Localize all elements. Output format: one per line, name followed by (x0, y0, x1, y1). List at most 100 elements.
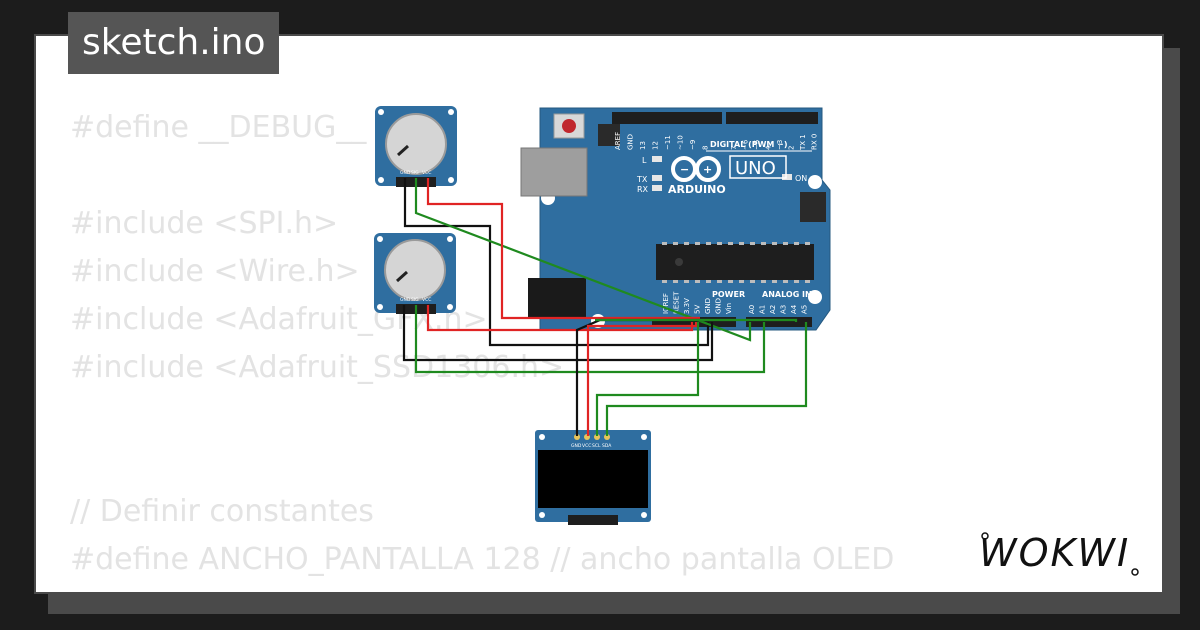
chip-leg (662, 242, 667, 245)
power-pin-label: 5V (694, 305, 702, 314)
code-line: #include <Wire.h> (70, 254, 360, 289)
power-pin-label: GND (715, 298, 723, 314)
l-led-label: L (642, 156, 647, 165)
pot-knob-indicator-icon (395, 270, 409, 283)
chip-leg (794, 242, 799, 245)
pot2-pin-vcc: VCC (422, 297, 431, 303)
chip-leg (783, 242, 788, 245)
chip-leg (772, 242, 777, 245)
pot1-pin-gnd: GND (400, 170, 411, 176)
code-line: // Definir constantes (70, 494, 374, 529)
power-pin-label: 3.3V (683, 298, 691, 314)
chip-leg (805, 280, 810, 283)
digital-pin-label: ~10 (677, 135, 685, 150)
chip-leg (805, 242, 810, 245)
digital-pin-label: 7 (730, 146, 738, 150)
wire-green (595, 318, 798, 322)
analog-pin-label: A5 (801, 305, 809, 314)
on-led-label: ON (795, 174, 807, 183)
wire-red (586, 322, 698, 436)
digital-pin-label: ~5 (753, 140, 761, 150)
usb-port (520, 147, 588, 197)
digital-pin-label: AREF (614, 132, 622, 150)
analog-pin-label: A3 (780, 305, 788, 314)
wire-red (426, 178, 700, 320)
tx-led-label: TX (636, 175, 648, 184)
svg-text:+: + (703, 163, 712, 176)
chip-leg (794, 280, 799, 283)
digital-pin-label: 4 (765, 145, 773, 150)
wire-green (605, 322, 808, 436)
icsp-header (598, 124, 826, 222)
digital-pin-label: GND (627, 134, 635, 150)
digital-pin-label: 13 (639, 141, 647, 150)
pot1-pin-vcc: VCC (422, 170, 431, 176)
rx-led-label: RX (637, 185, 649, 194)
tx-led (652, 175, 662, 181)
oled-pin-sda: SDA (602, 443, 612, 449)
l-led (652, 156, 662, 162)
power-header (652, 317, 736, 327)
pot1-pin-sig: SIG (411, 170, 419, 176)
chip-leg (662, 280, 667, 283)
analog-label: ANALOG IN (762, 290, 812, 299)
chip-leg (706, 280, 711, 283)
code-line: #define ANCHO_PANTALLA 128 // ancho pant… (70, 542, 895, 577)
wokwi-logo-text: WOKWI (979, 531, 1130, 575)
power-jack (528, 278, 586, 318)
chip-leg (761, 242, 766, 245)
digital-pin-label: 2 (788, 146, 796, 150)
rx-led (652, 185, 662, 191)
power-pin-label: IOREF (662, 293, 670, 314)
chip-leg (728, 242, 733, 245)
arduino-brand: ARDUINO (668, 183, 726, 196)
wire-green (595, 322, 700, 436)
code-line: #include <SPI.h> (70, 206, 339, 241)
chip-leg (695, 280, 700, 283)
digital-label: DIGITAL (PWM ~) (710, 140, 788, 149)
chip-leg (750, 280, 755, 283)
chip-leg (717, 242, 722, 245)
analog-pin-label: A2 (769, 305, 777, 314)
wire-green (414, 305, 766, 374)
file-title-tab[interactable]: sketch.ino (68, 12, 280, 74)
code-line: #define __DEBUG__ (70, 110, 367, 145)
chip-leg (684, 280, 689, 283)
digital-header-right (726, 112, 818, 124)
on-led (782, 174, 792, 180)
wire-black (402, 305, 714, 362)
pot-knob-indicator-icon (396, 144, 410, 157)
chip-leg (772, 280, 777, 283)
chip-leg (673, 280, 678, 283)
digital-pin-label: RX 0 (811, 134, 819, 150)
wires (402, 178, 808, 436)
digital-header-left (612, 112, 722, 124)
digital-pin-label: 12 (652, 141, 660, 150)
digital-pin-label: ~3 (776, 140, 784, 150)
power-label: POWER (712, 290, 745, 299)
potentiometer-2[interactable]: GND SIG VCC (374, 233, 456, 314)
digital-pin-label: ~6 (742, 139, 750, 150)
chip-leg (684, 242, 689, 245)
code-line: #include <Adafruit_SSD1306.h> (70, 350, 565, 385)
analog-pin-label: A1 (759, 305, 767, 314)
digital-pin-label: ~11 (664, 135, 672, 150)
chip-leg (728, 280, 733, 283)
code-line: #define ALTO_PANTALLA 64 // alto pantall… (70, 584, 894, 592)
oled-display[interactable]: GND VCC SCL SDA (535, 430, 651, 525)
chip-leg (750, 242, 755, 245)
chip-leg (739, 242, 744, 245)
oled-screen (538, 450, 648, 508)
chip-leg (706, 242, 711, 245)
pot2-pin-sig: SIG (411, 297, 419, 303)
potentiometer-1[interactable]: GND SIG VCC (375, 106, 457, 187)
wire-black (403, 178, 710, 347)
analog-header (746, 317, 812, 327)
arduino-model: UNO (735, 158, 776, 179)
chip-leg (783, 280, 788, 283)
digital-pin-label: 8 (702, 146, 710, 150)
oled-pin-scl: SCL (592, 443, 601, 449)
arduino-logo-icon: − + (671, 156, 721, 182)
